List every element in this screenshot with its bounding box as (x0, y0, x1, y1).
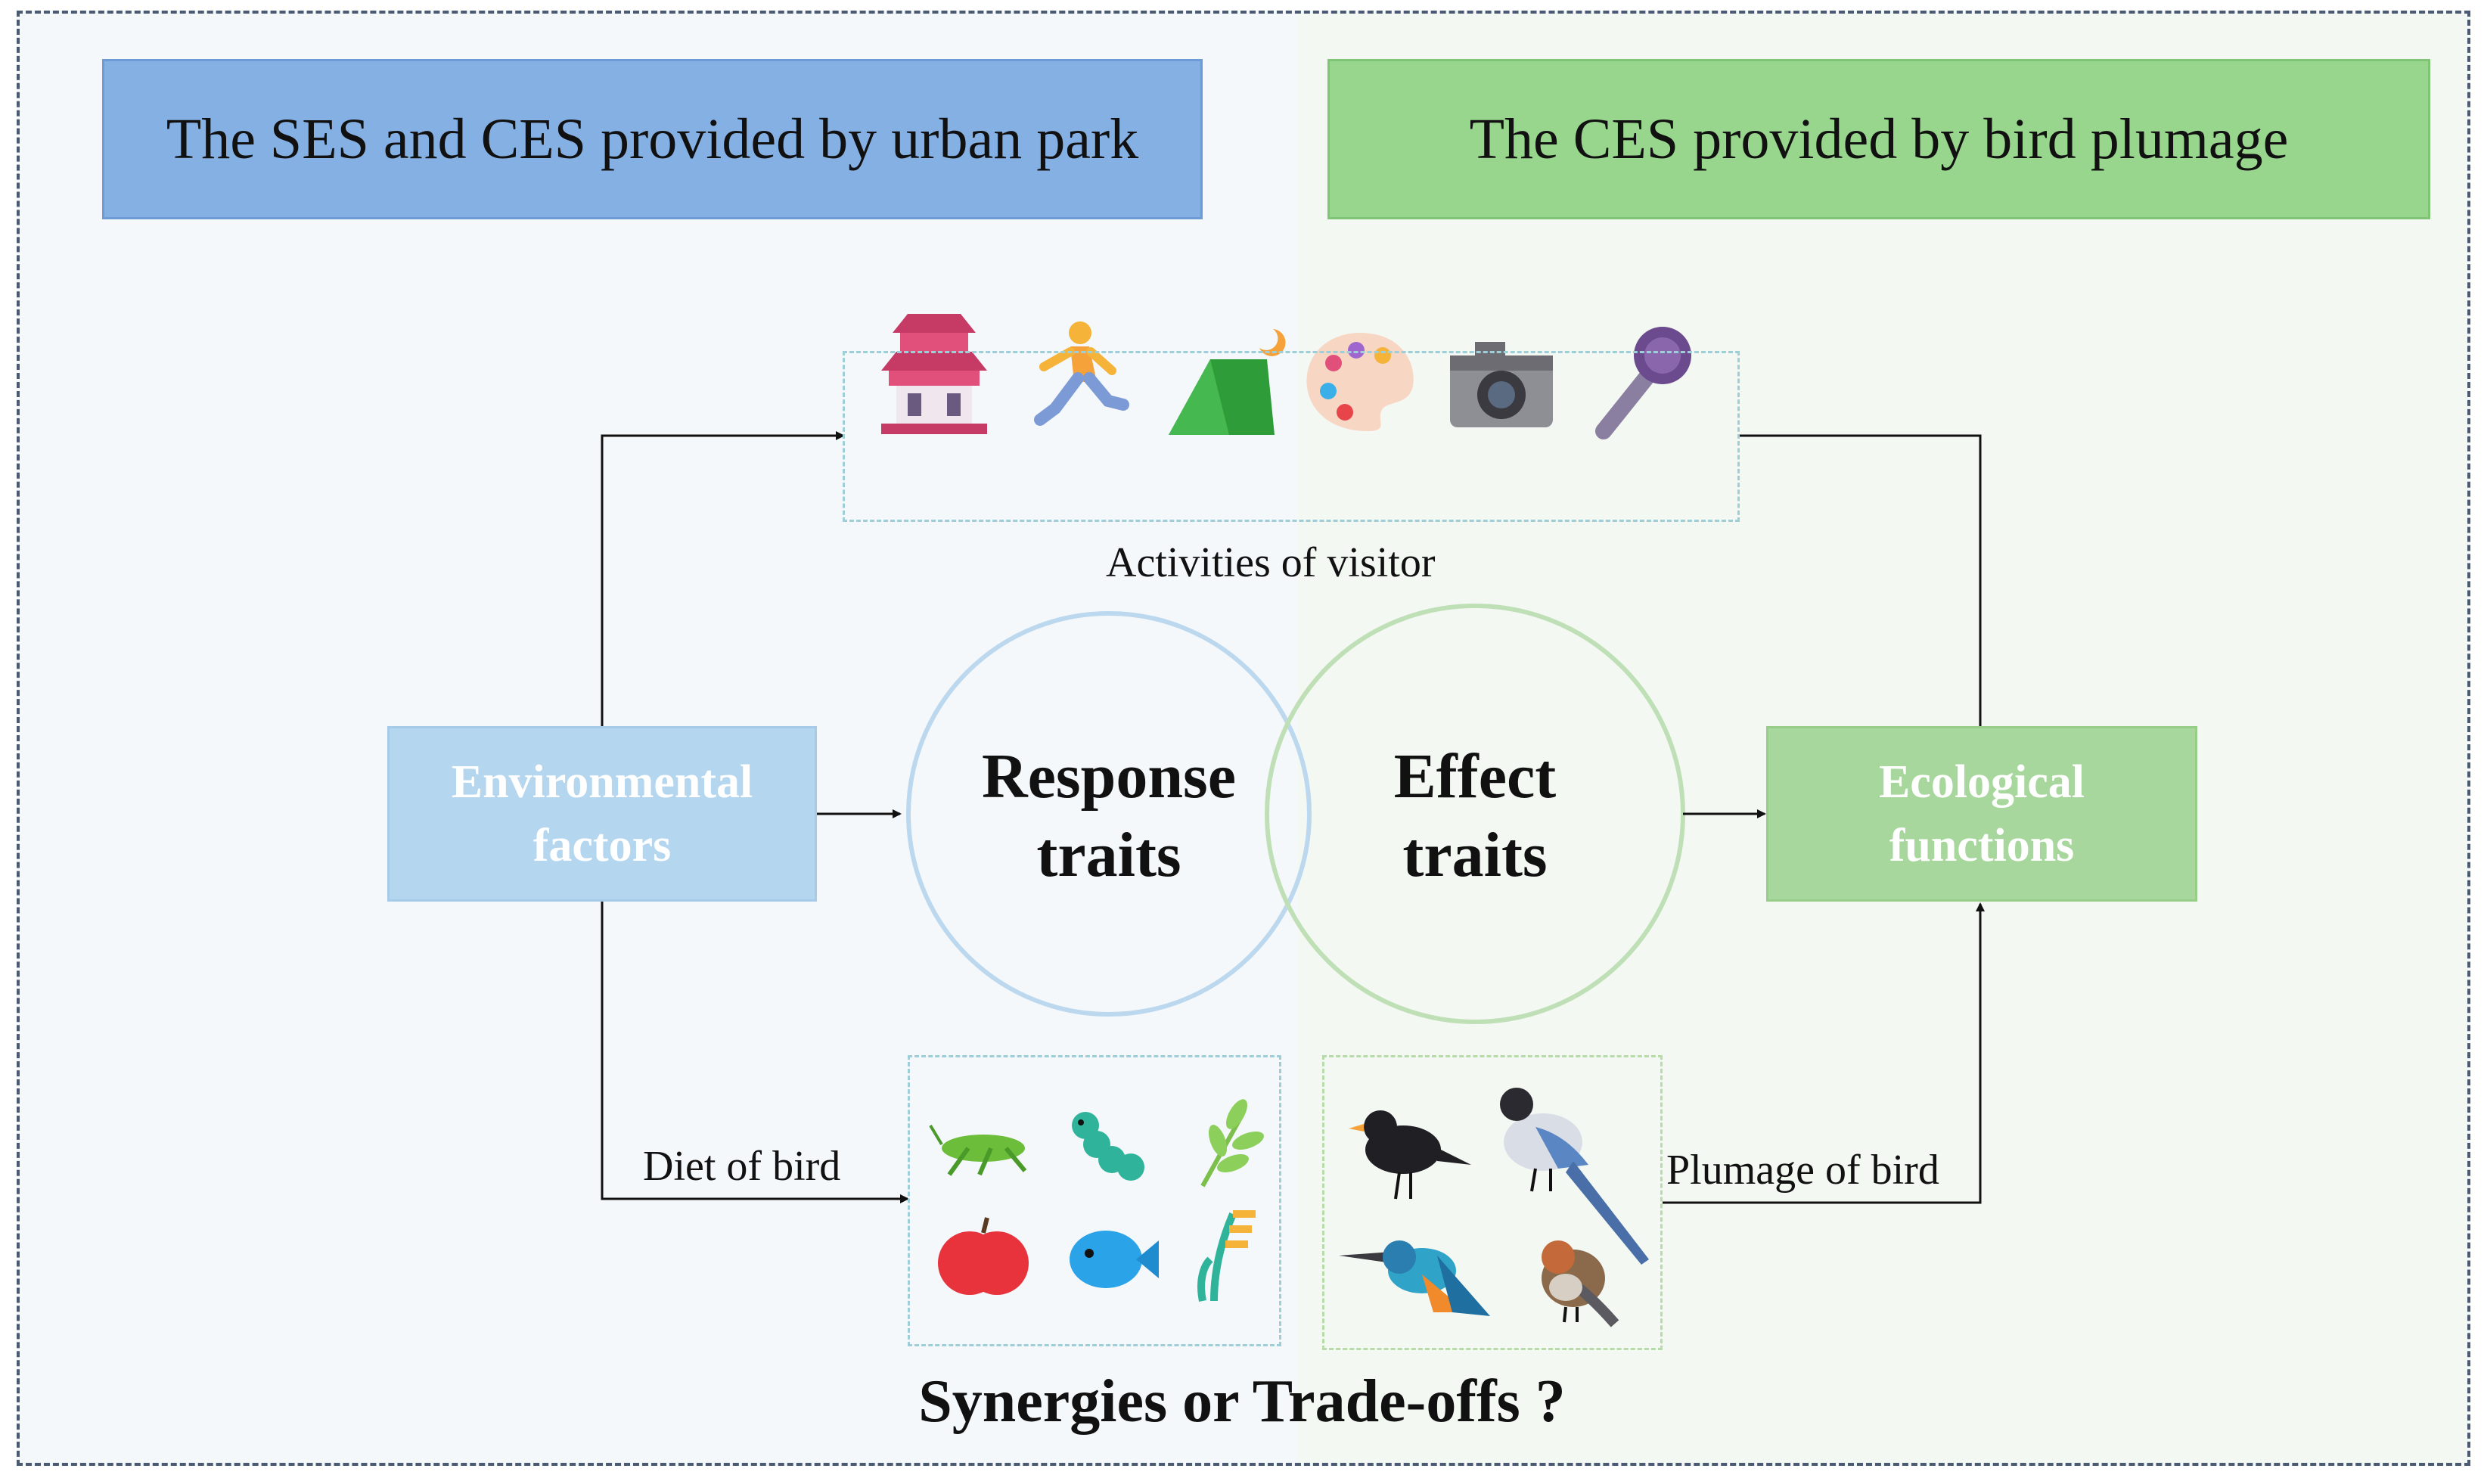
plumage-icon-group (1322, 1055, 1663, 1350)
response-traits-line2: traits (1036, 820, 1181, 890)
ecological-functions-line1: Ecological (1878, 756, 2085, 808)
runner-icon (1034, 321, 1129, 426)
response-traits-label: Response traits (950, 737, 1268, 895)
diet-label: Diet of bird (643, 1143, 841, 1190)
ecological-functions-box: Ecological functions (1766, 726, 2197, 902)
fish-icon (1070, 1231, 1159, 1288)
leaf-sprig-icon (1200, 1099, 1264, 1188)
effect-traits-line1: Effect (1393, 741, 1557, 812)
camera-icon (1450, 342, 1553, 427)
grasshopper-icon (929, 1124, 1027, 1176)
bottom-question-title: Synergies or Trade-offs ? (918, 1368, 1566, 1435)
activities-to-eco-line (1740, 434, 1982, 726)
header-bird-plumage: The CES provided by bird plumage (1327, 59, 2430, 219)
grain-stalk-icon (1197, 1210, 1256, 1302)
magpie-icon (1500, 1088, 1649, 1265)
blackbird-icon (1349, 1110, 1471, 1200)
environmental-factors-line2: factors (533, 820, 672, 871)
header-urban-park-text: The SES and CES provided by urban park (166, 107, 1139, 171)
caterpillar-icon (1072, 1112, 1144, 1181)
ecological-functions-line2: functions (1889, 820, 2075, 871)
diet-icon-group (908, 1055, 1281, 1346)
effect-traits-line2: traits (1402, 820, 1548, 890)
env-to-diet-arrow (601, 902, 909, 1203)
pagoda-icon (881, 314, 987, 434)
effect-traits-label: Effect traits (1316, 737, 1634, 895)
plumage-label: Plumage of bird (1666, 1147, 1939, 1194)
plumage-to-eco-arrow (1663, 902, 1985, 1204)
header-urban-park: The SES and CES provided by urban park (102, 59, 1203, 219)
microphone-icon (1595, 327, 1691, 439)
activities-label: Activities of visitor (1106, 539, 1436, 586)
env-to-activities-arrow (601, 431, 845, 726)
activities-icon-group (843, 351, 1740, 522)
header-bird-plumage-text: The CES provided by bird plumage (1469, 107, 2289, 171)
environmental-factors-box: Environmental factors (387, 726, 817, 902)
apple-icon (938, 1217, 1029, 1295)
sparrow-icon (1542, 1240, 1619, 1327)
kingfisher-icon (1339, 1240, 1490, 1316)
response-traits-line1: Response (981, 741, 1237, 812)
response-traits-circle (906, 611, 1312, 1017)
environmental-factors-line1: Environmental (451, 756, 753, 808)
palette-icon (1306, 333, 1414, 431)
tent-icon (1169, 329, 1286, 435)
